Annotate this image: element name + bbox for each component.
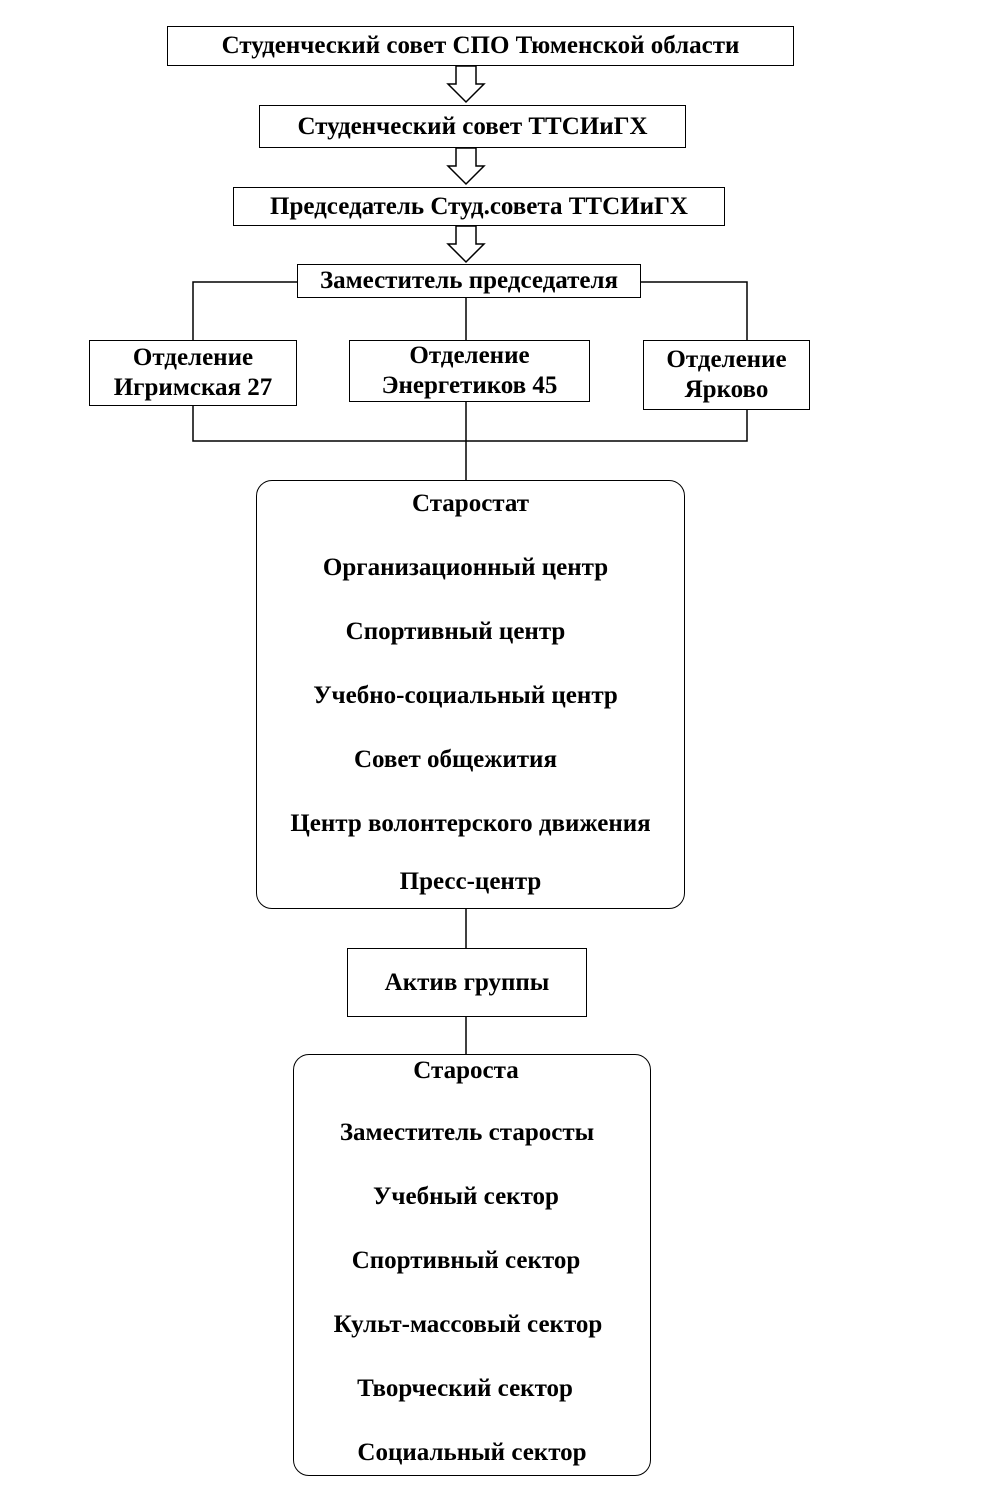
group-asset-label: Актив группы [384, 968, 550, 996]
starosta-title: Староста [413, 1057, 519, 1084]
box-chairman: Председатель Студ.совета ТТСИиГХ [233, 187, 725, 226]
starostat-item: Центр волонтерского движения [290, 810, 651, 837]
department-address: Игримская 27 [113, 374, 273, 401]
regional-council-label: Студенческий совет СПО Тюменской области [221, 32, 740, 59]
starosta-item: Заместитель старосты [339, 1119, 595, 1146]
starosta-item: Учебный сектор [373, 1183, 559, 1210]
starosta-item: Социальный сектор [357, 1439, 587, 1466]
box-student-council: Студенческий совет ТТСИиГХ [259, 105, 686, 148]
department-address: Ярково [684, 376, 769, 403]
starostat-item: Совет общежития [353, 746, 557, 773]
starosta-item: Культ-массовый сектор [333, 1311, 603, 1338]
starosta-item: Творческий сектор [357, 1375, 573, 1402]
box-deputy: Заместитель председателя [297, 264, 641, 298]
department-label: Отделение [409, 342, 530, 369]
deputy-label: Заместитель председателя [319, 267, 619, 294]
box-group-asset: Актив группы [347, 948, 587, 1017]
box-department-yarkovo: Отделение Ярково [643, 340, 810, 410]
box-starostat: Старостат Организационный центр Спортивн… [256, 480, 685, 909]
box-department-igrimskaya: Отделение Игримская 27 [89, 340, 297, 406]
starosta-item: Спортивный сектор [351, 1247, 581, 1274]
box-department-energetikov: Отделение Энергетиков 45 [349, 340, 590, 402]
branch-right [641, 281, 748, 340]
starostat-item: Учебно-социальный центр [313, 682, 618, 709]
starostat-item: Организационный центр [322, 554, 609, 581]
chairman-label: Председатель Студ.совета ТТСИиГХ [270, 192, 688, 220]
department-label: Отделение [666, 346, 787, 373]
department-label: Отделение [132, 344, 254, 371]
arrow-down-1 [446, 65, 486, 104]
join-bottom [192, 406, 748, 442]
box-starosta: Староста Заместитель старосты Учебный се… [293, 1054, 651, 1476]
department-address: Энергетиков 45 [381, 372, 558, 399]
student-council-label: Студенческий совет ТТСИиГХ [297, 112, 648, 140]
arrow-down-3 [446, 225, 486, 264]
starostat-item: Пресс-центр [399, 868, 542, 895]
branch-left [192, 281, 297, 340]
arrow-down-2 [446, 147, 486, 186]
starostat-item: Спортивный центр [345, 618, 566, 645]
starostat-title: Старостат [411, 490, 530, 517]
box-regional-council: Студенческий совет СПО Тюменской области [167, 26, 794, 66]
